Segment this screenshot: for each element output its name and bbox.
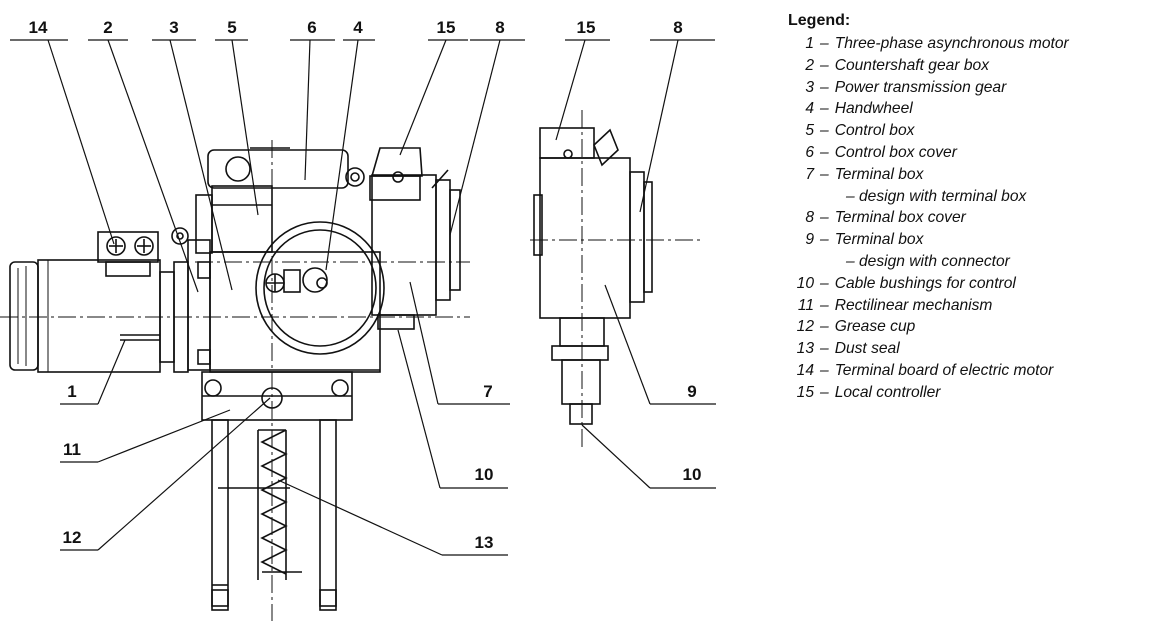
legend-text: Grease cup <box>834 318 916 336</box>
callout-4: 4 <box>353 18 363 37</box>
legend-num: 13 <box>796 340 814 358</box>
callout-2: 2 <box>103 18 112 37</box>
callout-1: 1 <box>67 382 76 401</box>
callout-3: 3 <box>169 18 178 37</box>
legend-num: 14 <box>796 361 814 379</box>
legend-num: 5 <box>805 122 814 140</box>
actuator-drawing-svg: 14 2 3 5 6 4 15 8 15 8 1 7 11 10 12 13 9… <box>0 18 716 621</box>
legend-subitem: – design with connector <box>846 252 1010 270</box>
legend-title: Legend: <box>788 12 851 29</box>
callout-numbers: 14 2 3 5 6 4 15 8 15 8 1 7 11 10 12 13 9… <box>29 18 702 552</box>
callout-8-side: 8 <box>673 18 682 37</box>
legend-item: 6–Control box cover <box>788 142 1163 164</box>
legend-text: Terminal box <box>834 165 924 183</box>
legend-num: 1 <box>805 35 814 52</box>
legend-num: 2 <box>805 56 814 74</box>
legend-num: 12 <box>796 318 814 336</box>
legend-text: Dust seal <box>834 340 900 358</box>
legend-item: 11–Rectilinear mechanism <box>788 295 1163 317</box>
legend-item: 15–Local controller <box>788 382 1163 404</box>
terminal-box-main <box>369 147 461 330</box>
callout-6: 6 <box>307 18 316 37</box>
dust-seal <box>218 429 302 580</box>
legend-num: 11 <box>797 296 814 314</box>
legend-item: 3–Power transmission gear <box>788 77 1163 99</box>
legend-num: 4 <box>805 100 814 118</box>
handwheel <box>255 221 385 355</box>
legend: Legend: 1–Three-phase asynchronous motor… <box>788 12 1163 404</box>
callout-15-main: 15 <box>437 18 456 37</box>
legend-num: 6 <box>805 143 814 161</box>
countershaft-gear-box <box>171 227 211 371</box>
legend-item: 5–Control box <box>788 120 1163 142</box>
main-view-linework <box>0 140 470 621</box>
legend-item: 7–Terminal box <box>788 164 1163 186</box>
callout-9: 9 <box>687 382 696 401</box>
legend-text: Rectilinear mechanism <box>834 296 993 314</box>
legend-item: 2–Countershaft gear box <box>788 55 1163 77</box>
callout-13: 13 <box>475 533 494 552</box>
legend-num: 10 <box>796 274 814 292</box>
callout-10-main: 10 <box>475 465 494 484</box>
leader-lines <box>10 39 716 556</box>
legend-item: 14–Terminal board of electric motor <box>788 360 1163 382</box>
legend-subitem: – design with terminal box <box>846 187 1027 205</box>
legend-item: 4–Handwheel <box>788 98 1163 120</box>
callout-12: 12 <box>63 528 82 547</box>
legend-item: 1–Three-phase asynchronous motor <box>788 33 1163 55</box>
legend-text: Terminal box cover <box>834 209 966 227</box>
legend-item: 13–Dust seal <box>788 338 1163 360</box>
callout-11: 11 <box>63 440 81 459</box>
legend-item: 9–Terminal box <box>788 229 1163 251</box>
legend-num: 15 <box>796 383 814 401</box>
terminal-board <box>97 231 159 277</box>
legend-item: 12–Grease cup <box>788 316 1163 338</box>
legend-num: 7 <box>805 165 814 183</box>
legend-text: Cable bushings for control <box>834 274 1016 292</box>
motor <box>9 259 189 373</box>
legend-text: Terminal box <box>834 231 924 249</box>
legend-text: Control box <box>834 122 915 140</box>
legend-text: Handwheel <box>834 100 913 118</box>
callout-15-side: 15 <box>577 18 596 37</box>
legend-num: 3 <box>805 78 814 96</box>
legend-text: Control box cover <box>834 143 957 161</box>
callout-5: 5 <box>227 18 236 37</box>
legend-text: Local controller <box>834 383 941 401</box>
callout-14: 14 <box>29 18 48 37</box>
legend-item: 10–Cable bushings for control <box>788 273 1163 295</box>
callout-7: 7 <box>483 382 492 401</box>
legend-num: 9 <box>805 231 814 249</box>
legend-text: Terminal board of electric motor <box>834 361 1054 379</box>
callout-8-main: 8 <box>495 18 504 37</box>
legend-text: Power transmission gear <box>834 78 1007 96</box>
legend-text: Countershaft gear box <box>834 56 989 74</box>
legend-num: 8 <box>805 209 814 227</box>
side-view-linework <box>530 110 700 450</box>
legend-text: Three-phase asynchronous motor <box>834 35 1069 52</box>
rectilinear-mechanism <box>201 371 353 611</box>
actuator-drawing: 14 2 3 5 6 4 15 8 15 8 1 7 11 10 12 13 9… <box>0 18 716 621</box>
callout-10-side: 10 <box>683 465 702 484</box>
legend-item: 8–Terminal box cover <box>788 207 1163 229</box>
